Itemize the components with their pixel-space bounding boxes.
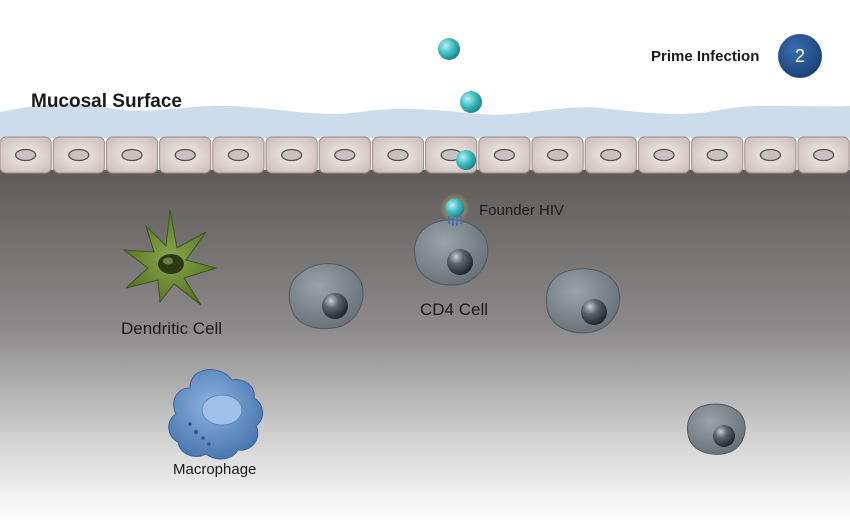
founder-hiv-label: Founder HIV [479,202,565,219]
epithelial-cell [159,136,212,174]
founder-hiv-virion [440,193,470,226]
cd4-cell-target [414,219,489,286]
step-number: 2 [794,46,805,66]
mucosal-surface-label: Mucosal Surface [31,91,182,112]
epithelial-cell [478,136,531,174]
epithelial-cell [212,136,265,174]
macrophage-label: Macrophage [173,461,257,478]
dendritic-cell-label: Dendritic Cell [121,319,223,338]
dendritic-cell-shape [122,209,218,306]
cd4-cell-1 [288,263,364,330]
page-title: Prime Infection [651,48,760,65]
epithelial-cell [0,136,52,174]
epithelial-cell [691,136,744,174]
virus-particle-1 [438,38,460,60]
epithelial-cell [797,136,850,174]
epithelial-cell [265,136,318,174]
epithelial-cell [105,136,159,174]
cd4-cell-label: CD4 Cell [420,300,489,319]
mucus-layer [0,103,850,138]
cd4-cell-2 [545,268,620,334]
epithelial-cell [744,136,797,174]
epithelial-cell [371,136,425,174]
epithelial-cell [318,136,371,174]
epithelial-cell [584,136,637,174]
epithelium [0,136,850,174]
epithelial-cell [52,136,105,174]
epithelial-cell [637,136,691,174]
submucosa-tissue [0,170,850,521]
virus-particle-3 [456,150,476,170]
cd4-cell-3 [687,403,746,455]
macrophage-shape [168,369,263,460]
step-badge [778,34,822,78]
virus-particle-2 [460,91,482,113]
epithelial-cell [531,136,584,174]
